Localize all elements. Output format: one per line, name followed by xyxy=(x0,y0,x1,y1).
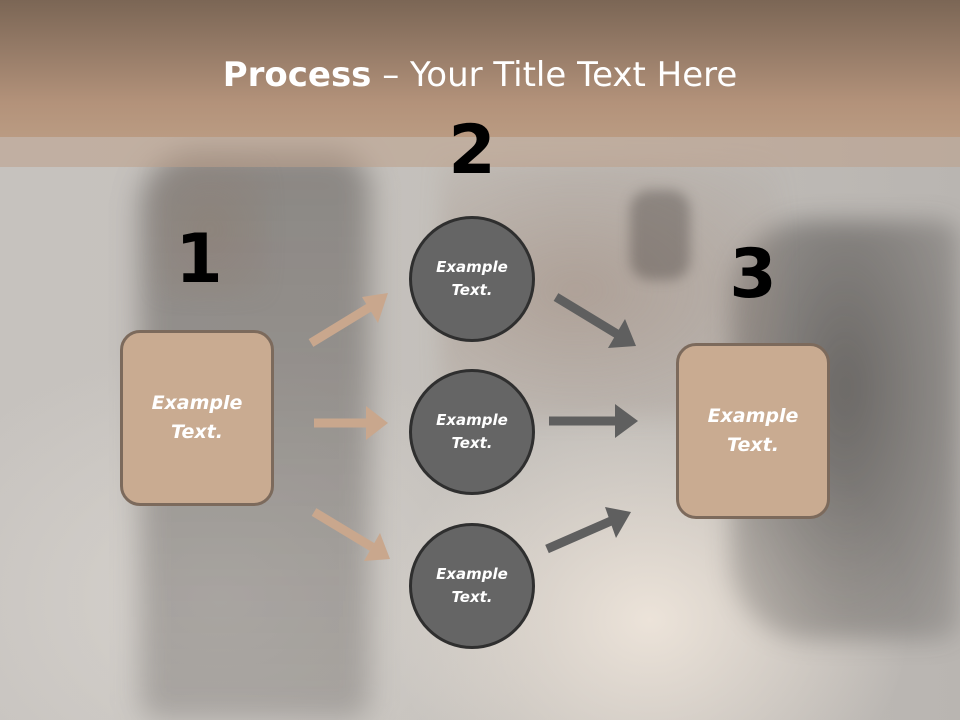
arrow-box1-to-circle2 xyxy=(314,406,388,440)
title-band-strip xyxy=(0,137,960,167)
title-band xyxy=(0,0,960,137)
arrow-circle2-to-box3 xyxy=(549,404,638,438)
arrow-circle3-to-box3 xyxy=(545,507,631,554)
arrow-box1-to-circle3 xyxy=(311,508,390,561)
arrow-circle1-to-box3 xyxy=(553,293,636,348)
title-bold-part: Process xyxy=(222,55,372,95)
step-circle-top: Example Text. xyxy=(409,216,535,342)
step-box-3-text: Example Text. xyxy=(707,405,799,456)
step-circle-bottom-text: Example Text. xyxy=(436,565,508,606)
step-number-3: 3 xyxy=(729,235,777,314)
step-number-1: 1 xyxy=(175,220,223,299)
step-box-1: Example Text. xyxy=(120,330,274,506)
step-circle-middle: Example Text. xyxy=(409,369,535,495)
step-circle-bottom: Example Text. xyxy=(409,523,535,649)
title-rest-part: – Your Title Text Here xyxy=(371,55,738,95)
step-circle-top-text: Example Text. xyxy=(436,258,508,299)
step-box-1-text: Example Text. xyxy=(151,392,243,443)
step-circle-middle-text: Example Text. xyxy=(436,411,508,452)
step-box-3: Example Text. xyxy=(676,343,830,519)
slide-title: Process – Your Title Text Here xyxy=(0,52,960,98)
step-number-2: 2 xyxy=(448,111,496,190)
arrow-box1-to-circle1 xyxy=(308,293,388,347)
